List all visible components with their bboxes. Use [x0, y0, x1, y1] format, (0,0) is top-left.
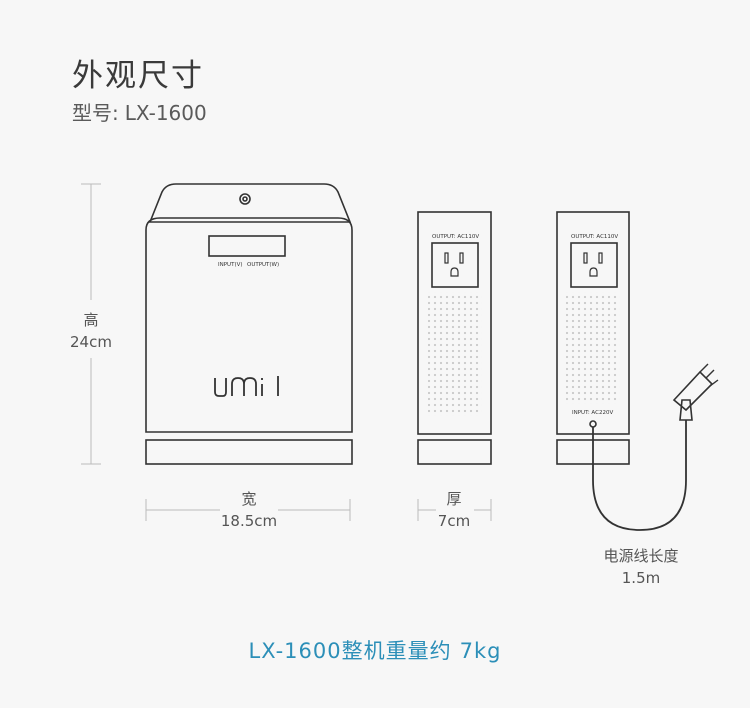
vent-grille-2	[566, 292, 620, 404]
front-base	[145, 439, 353, 465]
depth-title: 厚	[446, 490, 462, 508]
side2-input-label: INPUT: AC220V	[572, 410, 613, 416]
cable-label: 电源线长度 1.5m	[581, 545, 701, 589]
outlet-slot-right	[459, 252, 464, 264]
front-top-cap	[148, 183, 352, 223]
height-dimension-line	[81, 183, 101, 465]
side-view-unit	[417, 211, 492, 465]
cable-value: 1.5m	[621, 569, 661, 587]
depth-value: 7cm	[437, 512, 471, 530]
outlet-slot-left	[444, 252, 449, 264]
footer-model: LX-1600整机重量约	[248, 639, 452, 663]
width-label: 宽 18.5cm	[209, 488, 289, 532]
power-cable	[592, 420, 687, 531]
model-line: 型号:LX-1600	[72, 97, 207, 126]
width-value: 18.5cm	[220, 512, 278, 530]
display-window	[208, 235, 286, 257]
umi-logo-icon	[214, 376, 279, 397]
side2-output-label: OUTPUT: AC110V	[571, 234, 618, 240]
side-view-cable-unit	[556, 211, 719, 531]
input-label: INPUT(V)	[218, 262, 243, 268]
outlet-ground	[450, 267, 459, 277]
height-label: 高 24cm	[61, 309, 121, 353]
width-dimension-line	[145, 499, 351, 521]
weight-footer: LX-1600整机重量约 7kg	[0, 635, 750, 665]
page-title: 外观尺寸	[72, 58, 204, 94]
cable-title: 电源线长度	[603, 547, 679, 565]
front-body	[145, 217, 353, 433]
depth-label: 厚 7cm	[424, 488, 484, 532]
width-title: 宽	[241, 490, 257, 508]
model-label: 型号:	[72, 101, 119, 125]
depth-dimension-line	[417, 499, 492, 521]
outlet-plate	[431, 242, 479, 288]
height-value: 24cm	[70, 333, 112, 351]
output-label: OUTPUT(W)	[247, 262, 279, 268]
vent-grille	[428, 292, 482, 416]
front-view-unit	[145, 183, 353, 465]
height-title: 高	[83, 311, 99, 329]
model-value: LX-1600	[124, 101, 207, 125]
footer-weight: 7kg	[459, 639, 502, 663]
side-output-label: OUTPUT: AC110V	[432, 234, 479, 240]
power-button-icon	[239, 193, 251, 205]
